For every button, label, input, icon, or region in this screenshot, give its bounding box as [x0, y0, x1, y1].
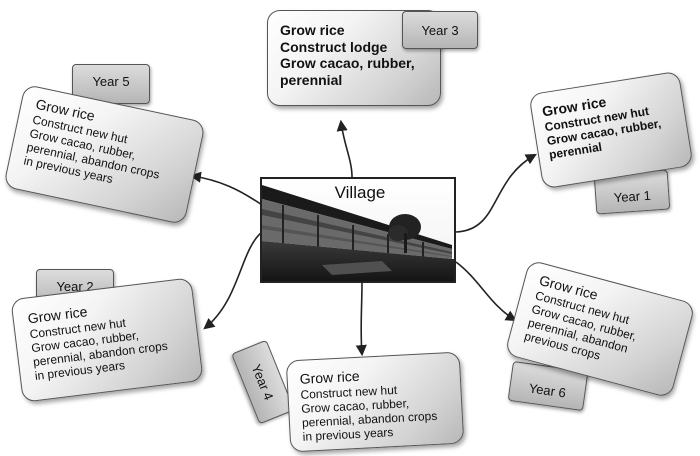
card-year3-line4: perennial — [280, 71, 343, 88]
card-year3: Grow rice Construct lodge Grow cacao, ru… — [267, 10, 441, 106]
tag-year3: Year 3 — [402, 11, 478, 49]
arrow-to-year4 — [355, 282, 367, 357]
arrow-to-year6 — [455, 261, 517, 322]
card-year3-line1: Grow rice — [280, 22, 345, 38]
tag-year4: Year 4 — [231, 339, 295, 425]
arrow-to-year2 — [203, 231, 263, 330]
card-year3-line3: Grow cacao, rubber, — [280, 55, 415, 72]
card-year3-line2: Construct lodge — [280, 38, 388, 55]
village-label: Village — [334, 183, 386, 202]
village-longhouse-image — [262, 179, 454, 281]
card-year1: Grow rice Construct new hut Grow cacao, … — [528, 70, 694, 190]
card-year4: Grow rice Construct new hut Grow cacao, … — [285, 351, 465, 453]
arrow-to-year3 — [336, 119, 353, 178]
village-photo-frame: Village — [260, 177, 456, 283]
card-year2: Grow rice Construct new hut Grow cacao, … — [10, 277, 204, 403]
arrow-to-year5 — [189, 171, 263, 206]
arrow-to-year1 — [455, 153, 537, 233]
card-year5: Grow rice Construct new hut Grow cacao, … — [3, 83, 206, 226]
